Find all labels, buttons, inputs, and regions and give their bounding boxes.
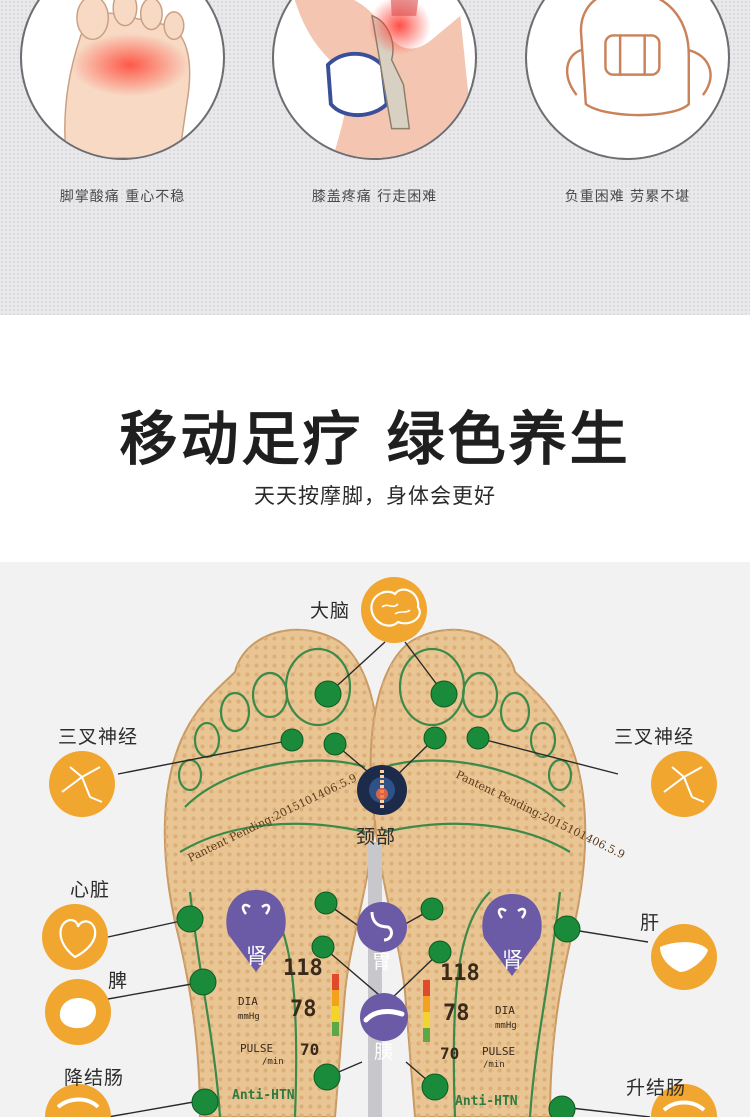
pulse-unit: /min [483,1060,505,1070]
bp-display-right: 118 DIA mmHg 78 PULSE /min 70 Anti-HTN [440,961,518,1109]
acupoint-brain-right [430,680,458,708]
heart-badge [42,904,108,970]
acupoint-brain-left [314,680,342,708]
pulse-label: PULSE [240,1042,273,1055]
dia-unit: mmHg [495,1021,517,1031]
colon-badge-right [651,1084,717,1117]
kidney-badge-left [226,890,286,972]
trigeminal-badge-right [651,751,717,817]
pancreas-badge [360,993,408,1041]
trigeminal-badge-left [49,751,115,817]
center-strip [368,842,382,1117]
acupoint-spleen [189,968,217,996]
pulse-value: 70 [440,1044,459,1063]
liver-badge [651,924,717,990]
symptom-band: 脚掌酸痛 重心不稳 膝盖疼痛 行走困难 [0,0,750,315]
acupoint-pancreas-right [428,940,452,964]
acupoint-neck-left [323,732,347,756]
acupoint-heart [176,905,204,933]
label-kidney-left: 肾 [246,944,268,968]
label-descending-colon: 降结肠 [64,1067,125,1089]
acupoint-ascending-colon [548,1095,576,1117]
foot-reflex-map: Pantent Pending:2015101406.5.9 Pantent P… [0,562,750,1117]
acupoint-neck-right [423,726,447,750]
label-neck: 颈部 [356,826,397,848]
page-subtitle: 天天按摩脚，身体会更好 [254,484,496,508]
kidney-badge-right [482,894,542,976]
acupoint-trigeminal-left [280,728,304,752]
sys-value: 118 [440,961,480,986]
neck-badge [357,765,407,815]
acupoint-stomach-right [420,897,444,921]
bp-display-left: 118 DIA mmHg 78 PULSE /min 70 Anti-HTN [232,956,323,1103]
label-heart: 心脏 [70,879,111,901]
label-trigeminal-right: 三叉神经 [614,726,695,748]
label-ascending-colon: 升结肠 [626,1077,687,1099]
indicator-bar-right [423,980,430,1042]
label-kidney-right: 肾 [502,948,524,972]
dia-unit: mmHg [238,1012,260,1022]
label-liver: 肝 [640,912,661,934]
pulse-unit: /min [262,1057,284,1067]
right-insole: Pantent Pending:2015101406.5.9 [369,628,627,1117]
pulse-value: 70 [300,1040,319,1059]
acupoint-liver [553,915,581,943]
acupoint-lower-right [421,1073,449,1101]
label-spleen: 脾 [108,970,129,992]
label-pancreas: 胰 [374,1041,395,1063]
symptom-caption: 脚掌酸痛 重心不稳 [59,189,186,205]
acupoint-stomach-left [314,891,338,915]
sys-value: 118 [283,956,323,981]
indicator-bar-left [332,974,339,1036]
backpack-icon [525,0,730,160]
acupoint-descending-colon [191,1088,219,1116]
anti-htn-print: Anti-HTN [232,1088,295,1103]
dia-label: DIA [238,995,258,1008]
acupoint-lower-left [313,1063,341,1091]
knee-joint-icon [272,0,477,160]
pulse-label: PULSE [482,1045,515,1058]
acupoint-pancreas-left [311,935,335,959]
dia-value: 78 [443,1001,470,1026]
colon-badge-left [45,1084,111,1117]
stomach-badge [357,902,407,952]
symptom-caption: 负重困难 劳累不堪 [564,189,691,205]
sore-forefoot-icon [20,0,225,160]
symptom-caption: 膝盖疼痛 行走困难 [311,189,438,205]
anti-htn-print: Anti-HTN [455,1094,518,1109]
dia-label: DIA [495,1004,515,1017]
spleen-badge [45,979,111,1045]
acupoint-trigeminal-right [466,726,490,750]
label-brain: 大脑 [310,600,351,622]
left-insole: Pantent Pending:2015101406.5.9 [163,628,381,1117]
label-stomach: 胃 [372,951,393,973]
dia-value: 78 [290,997,317,1022]
label-trigeminal-left: 三叉神经 [58,726,139,748]
brain-badge [361,577,427,643]
page-title: 移动足疗 绿色养生 [119,405,631,473]
acupoints [176,680,581,1117]
